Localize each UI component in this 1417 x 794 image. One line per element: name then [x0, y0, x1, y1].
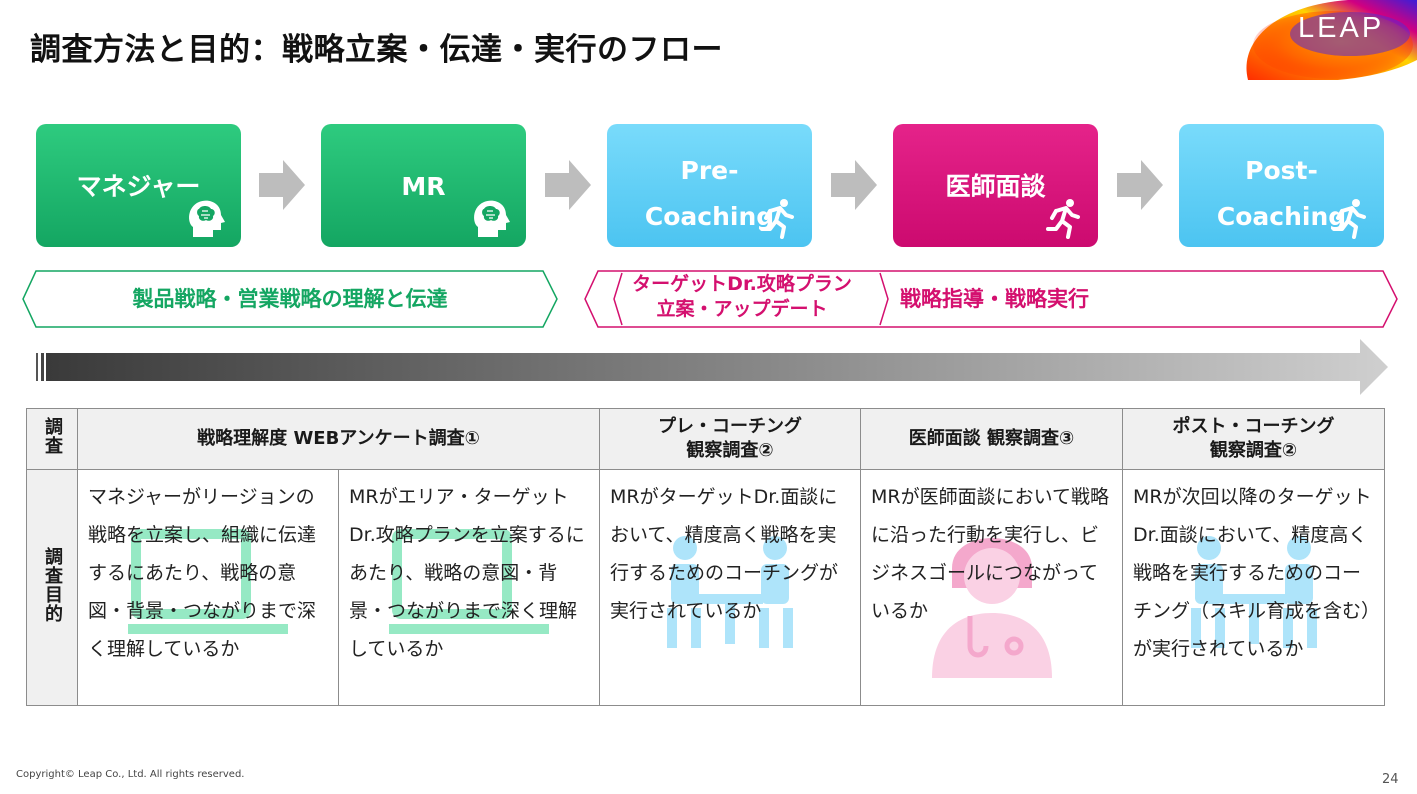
step-label: Pre- Coaching	[644, 156, 775, 231]
flow-arrow-3	[831, 160, 877, 210]
brain-head-icon	[474, 200, 510, 237]
laptop-icon	[128, 529, 288, 634]
row-head-survey: 調査	[26, 408, 78, 470]
banner-left-text: 製品戦略・営業戦略の理解と伝達	[132, 287, 448, 311]
step-label: 医師面談	[945, 172, 1046, 201]
copyright-text: Copyright© Leap Co., Ltd. All rights res…	[16, 769, 245, 780]
step-manager: マネジャー	[36, 124, 241, 247]
step-pre-coaching: Pre- Coaching	[607, 124, 812, 247]
step-mr: MR	[321, 124, 526, 247]
banner-outline	[22, 270, 558, 328]
doctor-icon	[931, 538, 1052, 678]
timeline-gradient-arrow	[36, 339, 1388, 395]
step-label: Post- Coaching	[1216, 156, 1347, 231]
page-title: 調査方法と目的：戦略立案・伝達・実行のフロー	[30, 32, 723, 68]
banner-target-plan-text: ターゲットDr.攻略プラン 立案・アップデート	[632, 273, 852, 320]
table-cell: MRがターゲットDr.面談において、精度高く戦略を実行するためのコーチングが実行…	[599, 469, 861, 706]
flow-arrow-2	[545, 160, 591, 210]
running-person-icon	[760, 199, 794, 239]
meeting-people-icon	[667, 536, 793, 648]
table-cell: MRがエリア・ターゲットDr.攻略プランを立案するにあたり、戦略の意図・背景・つ…	[338, 469, 600, 706]
step-post-coaching: Post- Coaching	[1179, 124, 1384, 247]
table-header: ポスト・コーチング 観察調査②	[1122, 408, 1385, 470]
step-doctor-meeting: 医師面談	[893, 124, 1098, 247]
table-cell: マネジャーがリージョンの戦略を立案し、組織に伝達するにあたり、戦略の意図・背景・…	[77, 469, 339, 706]
table-cell: MRが次回以降のターゲットDr.面談において、精度高く戦略を実行するためのコーチ…	[1122, 469, 1385, 706]
brain-head-icon	[189, 200, 225, 237]
table-header: 戦略理解度 WEBアンケート調査①	[77, 408, 600, 470]
table-header: プレ・コーチング 観察調査②	[599, 408, 861, 470]
banner-outline	[584, 270, 1398, 328]
meeting-people-icon	[1190, 536, 1317, 648]
table-row-purpose: 調査目的 マネジャーがリージョンの戦略を立案し、組織に伝達するにあたり、戦略の意…	[26, 469, 1385, 706]
laptop-icon	[389, 529, 549, 634]
flow-arrow-4	[1117, 160, 1163, 210]
table-cell: MRが医師面談において戦略に沿った行動を実行し、ビジネスゴールにつながっているか	[860, 469, 1123, 706]
table-header-row: 調査 戦略理解度 WEBアンケート調査① プレ・コーチング 観察調査② 医師面談…	[26, 408, 1385, 470]
banner-strategy-execution: 戦略指導・戦略実行	[584, 270, 1398, 328]
step-label: マネジャー	[76, 172, 201, 201]
table-header: 医師面談 観察調査③	[860, 408, 1123, 470]
logo-text: LEAP	[1298, 12, 1385, 44]
survey-table: 調査 戦略理解度 WEBアンケート調査① プレ・コーチング 観察調査② 医師面談…	[26, 408, 1385, 706]
page-number: 24	[1382, 772, 1399, 787]
logo-swirl-graphic	[1246, 0, 1417, 80]
leap-logo: LEAP	[1238, 0, 1417, 80]
flow-arrow-1	[259, 160, 305, 210]
step-label: MR	[401, 172, 446, 201]
running-person-icon	[1046, 199, 1080, 239]
row-head-purpose: 調査目的	[26, 469, 78, 706]
running-person-icon	[1332, 199, 1366, 239]
banner-strategy-understanding: 製品戦略・営業戦略の理解と伝達	[22, 270, 558, 328]
banner-right-text: 戦略指導・戦略実行	[900, 287, 1089, 311]
